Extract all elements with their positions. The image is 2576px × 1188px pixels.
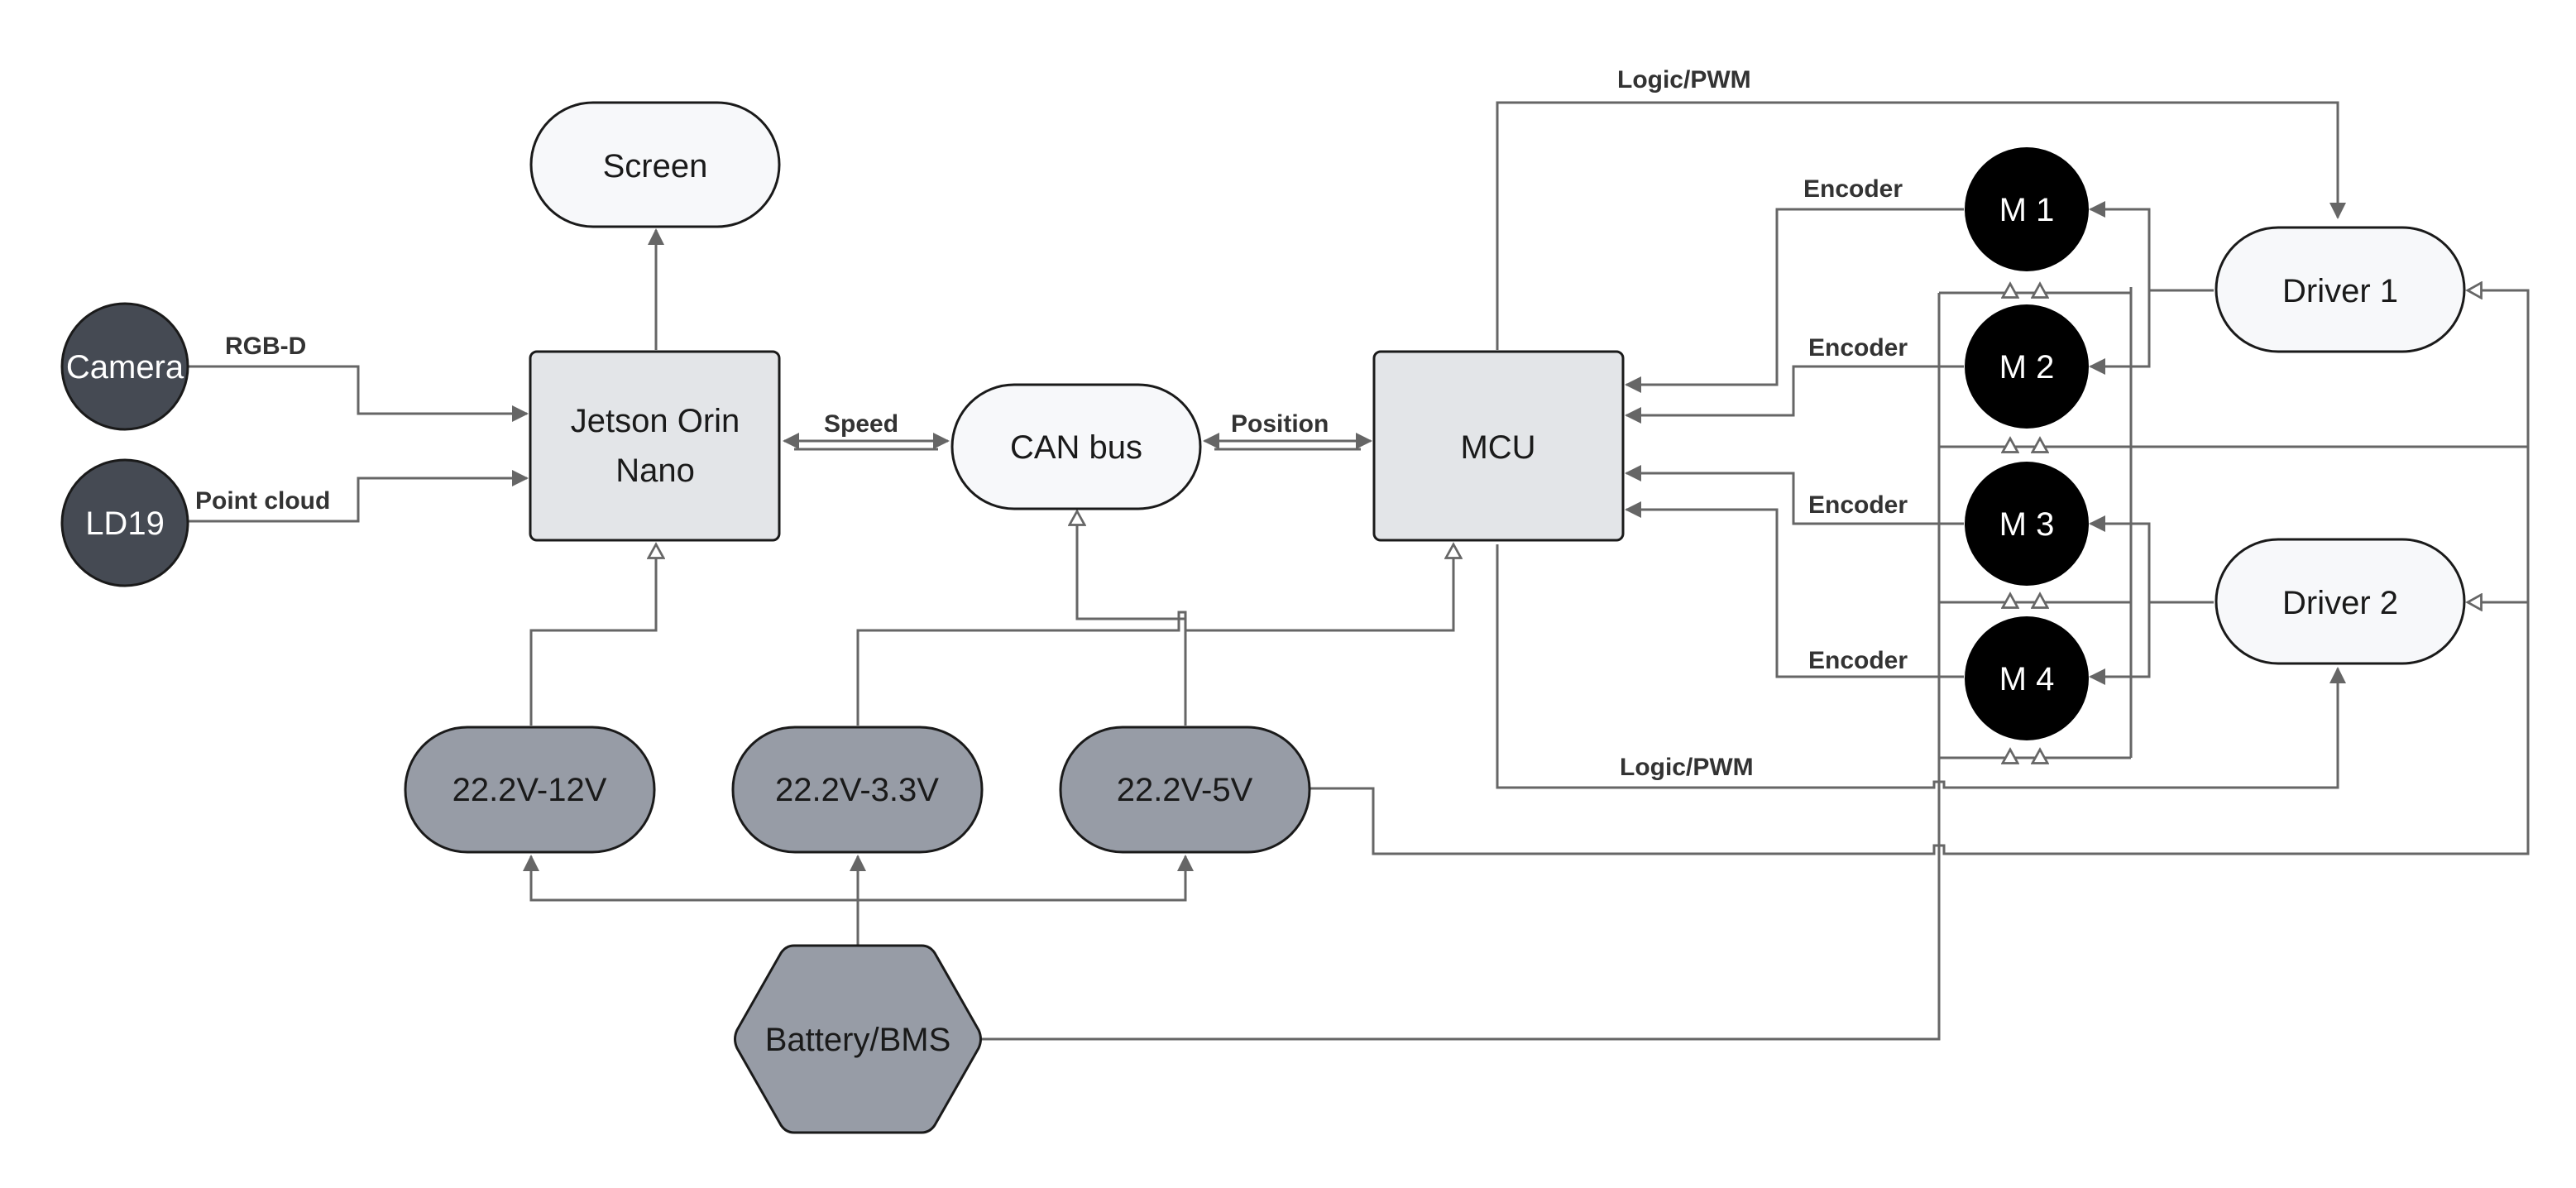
wire-battery-12v bbox=[523, 855, 858, 902]
wire-driver2-m3 bbox=[2089, 515, 2214, 604]
can-bus-label: CAN bus bbox=[1010, 429, 1142, 466]
node-driver2: Driver 2 bbox=[2214, 538, 2466, 665]
node-screen: Screen bbox=[529, 101, 781, 228]
ld19-label: LD19 bbox=[85, 505, 165, 542]
node-m2: M 2 bbox=[1965, 304, 2089, 429]
edge-labels: RGB-D Point cloud Speed Position Logic/P… bbox=[195, 66, 1908, 781]
node-reg-33v: 22.2V-3.3V bbox=[731, 726, 984, 854]
wire-enc3-mcu bbox=[1625, 465, 1964, 525]
m1-label: M 1 bbox=[1999, 192, 2055, 228]
wire-mcu-driver2 bbox=[1496, 544, 2346, 789]
label-point-cloud: Point cloud bbox=[195, 487, 330, 515]
wire-33v-mcu bbox=[856, 544, 1453, 726]
camera-label: Camera bbox=[66, 349, 184, 386]
wire-5v-can bbox=[1077, 511, 1187, 726]
label-rgbd: RGB-D bbox=[225, 333, 306, 360]
label-encoder-1: Encoder bbox=[1803, 175, 1903, 203]
node-battery: Battery/BMS bbox=[734, 944, 982, 1134]
label-encoder-2: Encoder bbox=[1808, 334, 1908, 362]
m4-label: M 4 bbox=[1999, 661, 2055, 697]
label-speed: Speed bbox=[824, 410, 898, 438]
wire-mcu-driver1 bbox=[1496, 101, 2346, 350]
reg-12v-label: 22.2V-12V bbox=[452, 772, 607, 808]
label-logic-pwm-top: Logic/PWM bbox=[1617, 66, 1751, 93]
battery-label: Battery/BMS bbox=[765, 1022, 951, 1058]
wire-camera-jetson bbox=[189, 365, 529, 422]
node-m4: M 4 bbox=[1965, 616, 2089, 740]
wire-enc4-mcu bbox=[1625, 501, 1964, 678]
screen-label: Screen bbox=[603, 148, 708, 184]
wire-enc2-mcu bbox=[1625, 365, 1964, 424]
node-camera: Camera bbox=[60, 302, 189, 431]
mcu-label: MCU bbox=[1460, 429, 1535, 466]
wire-battery-5v bbox=[858, 855, 1194, 902]
wire-driver2-m4 bbox=[2089, 601, 2214, 685]
m2-label: M 2 bbox=[1999, 349, 2055, 386]
label-encoder-3: Encoder bbox=[1808, 491, 1908, 519]
wire-battery-motors bbox=[980, 293, 1941, 1041]
wire-driver1-m2 bbox=[2089, 289, 2214, 375]
jetson-label-line1: Jetson Orin bbox=[571, 403, 740, 439]
node-reg-12v: 22.2V-12V bbox=[404, 726, 656, 854]
wire-driver1-m1 bbox=[2089, 201, 2214, 292]
wire-ld19-jetson bbox=[189, 470, 529, 523]
label-logic-pwm-bottom: Logic/PWM bbox=[1620, 754, 1754, 781]
node-reg-5v: 22.2V-5V bbox=[1059, 726, 1311, 854]
node-jetson: Jetson Orin Nano bbox=[529, 350, 781, 542]
wires bbox=[189, 101, 2530, 1041]
m3-label: M 3 bbox=[1999, 506, 2055, 543]
node-m3: M 3 bbox=[1965, 462, 2089, 586]
jetson-label-line2: Nano bbox=[615, 453, 695, 489]
wire-enc1-mcu bbox=[1625, 208, 1964, 393]
label-position: Position bbox=[1231, 410, 1329, 438]
driver2-label: Driver 2 bbox=[2282, 585, 2398, 621]
node-m1: M 1 bbox=[1965, 147, 2089, 271]
node-ld19: LD19 bbox=[60, 458, 189, 587]
node-driver1: Driver 1 bbox=[2214, 226, 2466, 353]
node-mcu: MCU bbox=[1372, 350, 1625, 542]
label-encoder-4: Encoder bbox=[1808, 647, 1908, 674]
driver1-label: Driver 1 bbox=[2282, 273, 2398, 309]
reg-33v-label: 22.2V-3.3V bbox=[775, 772, 939, 808]
node-can-bus: CAN bus bbox=[950, 383, 1202, 510]
reg-5v-label: 22.2V-5V bbox=[1117, 772, 1253, 808]
wire-12v-jetson bbox=[529, 544, 656, 726]
